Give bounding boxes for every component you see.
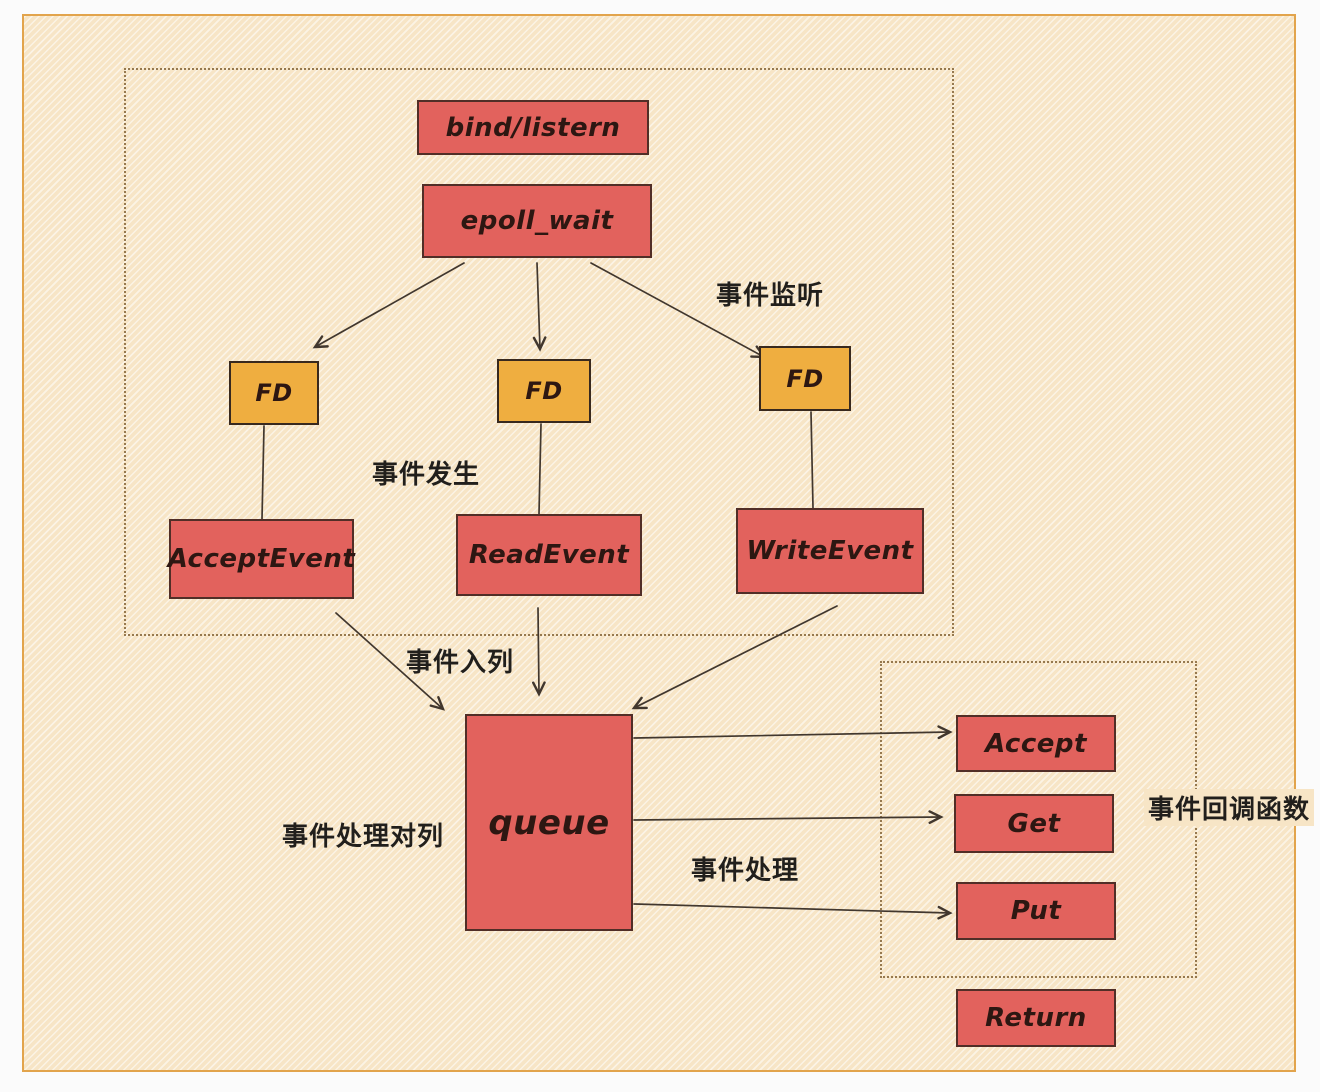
node-callback-put: Put [956,882,1116,940]
node-fd-left-label: FD [255,379,293,407]
node-accept-event-label: AcceptEvent [167,544,356,574]
node-epoll-wait-label: epoll_wait [460,206,614,236]
node-bind-listen: bind/listern [417,100,649,155]
annotation-event-enqueue: 事件入列 [406,648,515,678]
node-callback-get: Get [954,794,1114,853]
node-bind-listen-label: bind/listern [445,112,621,143]
annotation-event-callbacks: 事件回调函数 [1144,789,1315,826]
node-return-label: Return [985,1003,1087,1033]
node-fd-right-label: FD [786,364,824,393]
annotation-event-listen: 事件监听 [716,281,825,311]
node-callback-accept: Accept [956,715,1116,772]
node-callback-put-label: Put [1010,896,1062,926]
node-accept-event: AcceptEvent [167,519,356,599]
node-write-event: WriteEvent [736,508,924,594]
node-read-event: ReadEvent [456,514,642,596]
node-callback-get-label: Get [1007,808,1061,839]
node-callback-accept-label: Accept [985,728,1087,759]
node-queue: queue [465,714,633,931]
node-write-event-label: WriteEvent [746,536,914,566]
node-fd-middle-label: FD [525,377,563,405]
node-read-event-label: ReadEvent [468,540,630,570]
node-fd-middle: FD [497,359,591,423]
node-return: Return [956,989,1116,1047]
annotation-event-queue: 事件处理对列 [282,822,445,852]
node-queue-label: queue [488,802,610,843]
annotation-event-occur: 事件发生 [372,460,481,490]
node-epoll-wait: epoll_wait [422,184,652,258]
node-fd-left: FD [229,361,319,425]
diagram-canvas: bind/listern epoll_wait FD FD FD AcceptE… [22,14,1315,1072]
annotation-event-process: 事件处理 [691,856,800,886]
node-fd-right: FD [759,346,851,411]
